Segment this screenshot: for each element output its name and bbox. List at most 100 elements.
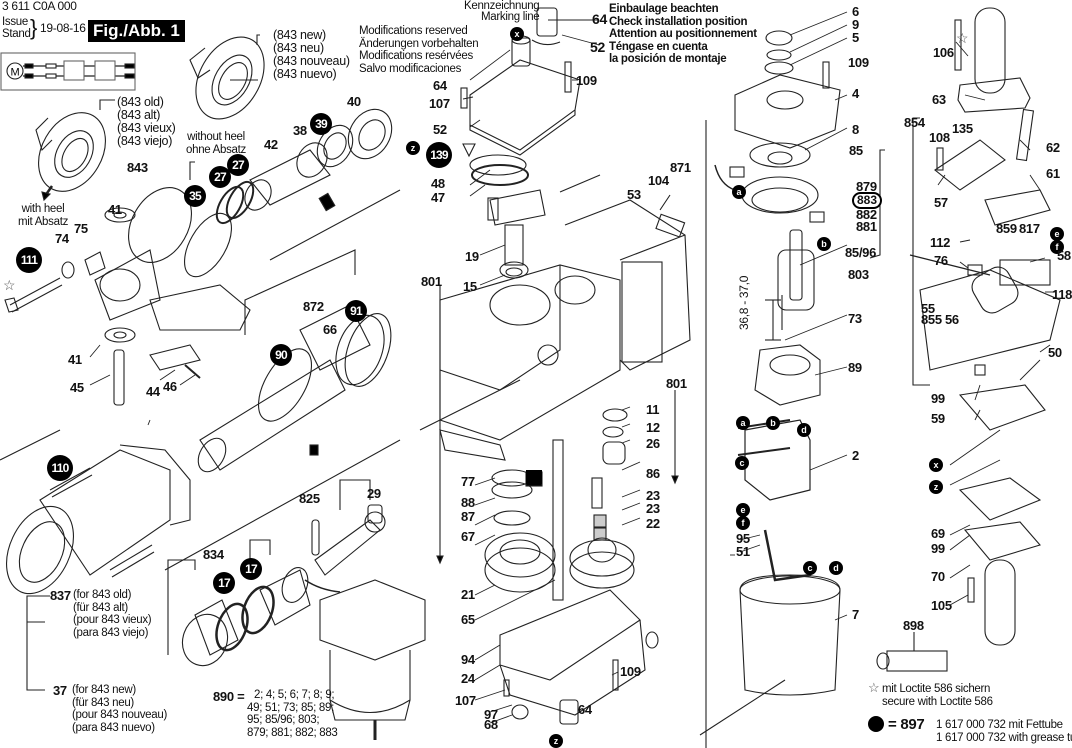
part-879[interactable]: 879 bbox=[856, 179, 877, 194]
part-6[interactable]: 6 bbox=[852, 4, 859, 19]
part-8[interactable]: 8 bbox=[852, 122, 859, 137]
part-24[interactable]: 24 bbox=[461, 671, 475, 686]
part-118[interactable]: 118 bbox=[1052, 287, 1072, 302]
part-883[interactable]: 883 bbox=[852, 192, 883, 209]
part-27-grease[interactable]: 27 bbox=[209, 166, 231, 188]
part-57[interactable]: 57 bbox=[934, 195, 948, 210]
part-107[interactable]: 107 bbox=[455, 693, 476, 708]
part-52[interactable]: 52 bbox=[433, 122, 447, 137]
part-106[interactable]: 106 bbox=[933, 45, 954, 60]
part-91-grease[interactable]: 91 bbox=[345, 300, 367, 322]
part-11[interactable]: 11 bbox=[646, 402, 660, 417]
part-111-grease[interactable]: 111 bbox=[16, 247, 42, 273]
part-42[interactable]: 42 bbox=[264, 137, 278, 152]
part-99[interactable]: 99 bbox=[931, 541, 945, 556]
part-803[interactable]: 803 bbox=[848, 267, 869, 282]
part-40[interactable]: 40 bbox=[347, 94, 361, 109]
part-817[interactable]: 817 bbox=[1019, 221, 1040, 236]
part-74[interactable]: 74 bbox=[55, 231, 69, 246]
part-109[interactable]: 109 bbox=[620, 664, 641, 679]
part-29[interactable]: 29 bbox=[367, 486, 381, 501]
part-41[interactable]: 41 bbox=[68, 352, 82, 367]
part-19[interactable]: 19 bbox=[465, 249, 479, 264]
part-47[interactable]: 47 bbox=[431, 190, 445, 205]
part-44[interactable]: 44 bbox=[146, 384, 160, 399]
part-109[interactable]: 109 bbox=[848, 55, 869, 70]
part-51[interactable]: 51 bbox=[736, 544, 750, 559]
part-135[interactable]: 135 bbox=[952, 121, 973, 136]
part-86[interactable]: 86 bbox=[646, 466, 660, 481]
part-108[interactable]: 108 bbox=[929, 130, 950, 145]
part-61[interactable]: 61 bbox=[1046, 166, 1060, 181]
part-70[interactable]: 70 bbox=[931, 569, 945, 584]
part-38[interactable]: 38 bbox=[293, 123, 307, 138]
part-15[interactable]: 15 bbox=[463, 279, 477, 294]
part-12[interactable]: 12 bbox=[646, 420, 660, 435]
part-68[interactable]: 68 bbox=[484, 717, 498, 732]
part-56[interactable]: 56 bbox=[945, 312, 959, 327]
part-62[interactable]: 62 bbox=[1046, 140, 1060, 155]
part-871[interactable]: 871 bbox=[670, 160, 691, 175]
part-53[interactable]: 53 bbox=[627, 187, 641, 202]
part-50[interactable]: 50 bbox=[1048, 345, 1062, 360]
part-45[interactable]: 45 bbox=[70, 380, 84, 395]
part-112[interactable]: 112 bbox=[930, 235, 951, 250]
part-881[interactable]: 881 bbox=[856, 219, 877, 234]
part-7[interactable]: 7 bbox=[852, 607, 859, 622]
part-107[interactable]: 107 bbox=[429, 96, 450, 111]
part-65[interactable]: 65 bbox=[461, 612, 475, 627]
part-23[interactable]: 23 bbox=[646, 501, 660, 516]
part-73[interactable]: 73 bbox=[848, 311, 862, 326]
part-41[interactable]: 41 bbox=[108, 202, 122, 217]
part-85[interactable]: 85 bbox=[849, 143, 863, 158]
part-2[interactable]: 2 bbox=[852, 448, 859, 463]
part-4[interactable]: 4 bbox=[852, 86, 859, 101]
part-46[interactable]: 46 bbox=[163, 379, 177, 394]
part-109[interactable]: 109 bbox=[576, 73, 597, 88]
part-23[interactable]: 23 bbox=[646, 488, 660, 503]
part-64[interactable]: 64 bbox=[592, 11, 607, 27]
part-52[interactable]: 52 bbox=[590, 39, 605, 55]
part-104[interactable]: 104 bbox=[648, 173, 669, 188]
part-85-96[interactable]: 85/96 bbox=[845, 245, 877, 260]
part-105[interactable]: 105 bbox=[931, 598, 952, 613]
part-48[interactable]: 48 bbox=[431, 176, 445, 191]
part-97[interactable]: 97 bbox=[484, 707, 498, 722]
part-35-grease[interactable]: 35 bbox=[184, 185, 206, 207]
part-21[interactable]: 21 bbox=[461, 587, 475, 602]
part-76[interactable]: 76 bbox=[934, 253, 948, 268]
part-801[interactable]: 801 bbox=[421, 274, 442, 289]
part-75[interactable]: 75 bbox=[74, 221, 88, 236]
part-90-grease[interactable]: 90 bbox=[270, 344, 292, 366]
part-854[interactable]: 854 bbox=[904, 115, 925, 130]
part-27-grease[interactable]: 27 bbox=[227, 154, 249, 176]
part-17-grease[interactable]: 17 bbox=[240, 558, 262, 580]
part-843[interactable]: 843 bbox=[127, 160, 148, 175]
part-859[interactable]: 859 bbox=[996, 221, 1017, 236]
part-5[interactable]: 5 bbox=[852, 30, 859, 45]
part-110-grease[interactable]: 110 bbox=[47, 455, 73, 481]
part-59[interactable]: 59 bbox=[931, 411, 945, 426]
part-17-grease[interactable]: 17 bbox=[213, 572, 235, 594]
part-64[interactable]: 64 bbox=[433, 78, 447, 93]
part-66[interactable]: 66 bbox=[323, 322, 337, 337]
part-64[interactable]: 64 bbox=[578, 702, 592, 717]
part-55[interactable]: 55 bbox=[921, 301, 935, 316]
part-882[interactable]: 882 bbox=[856, 207, 877, 222]
part-95[interactable]: 95 bbox=[736, 531, 750, 546]
part-99[interactable]: 99 bbox=[931, 391, 945, 406]
part-855[interactable]: 855 bbox=[921, 312, 942, 327]
part-872[interactable]: 872 bbox=[303, 299, 324, 314]
part-9[interactable]: 9 bbox=[852, 17, 859, 32]
part-88[interactable]: 88 bbox=[461, 495, 475, 510]
part-63[interactable]: 63 bbox=[932, 92, 946, 107]
part-77[interactable]: 77 bbox=[461, 474, 475, 489]
part-69[interactable]: 69 bbox=[931, 526, 945, 541]
part-67[interactable]: 67 bbox=[461, 529, 475, 544]
part-801[interactable]: 801 bbox=[666, 376, 687, 391]
part-94[interactable]: 94 bbox=[461, 652, 475, 667]
part-87[interactable]: 87 bbox=[461, 509, 475, 524]
part-58[interactable]: 58 bbox=[1057, 248, 1071, 263]
part-22[interactable]: 22 bbox=[646, 516, 660, 531]
part-825[interactable]: 825 bbox=[299, 491, 320, 506]
